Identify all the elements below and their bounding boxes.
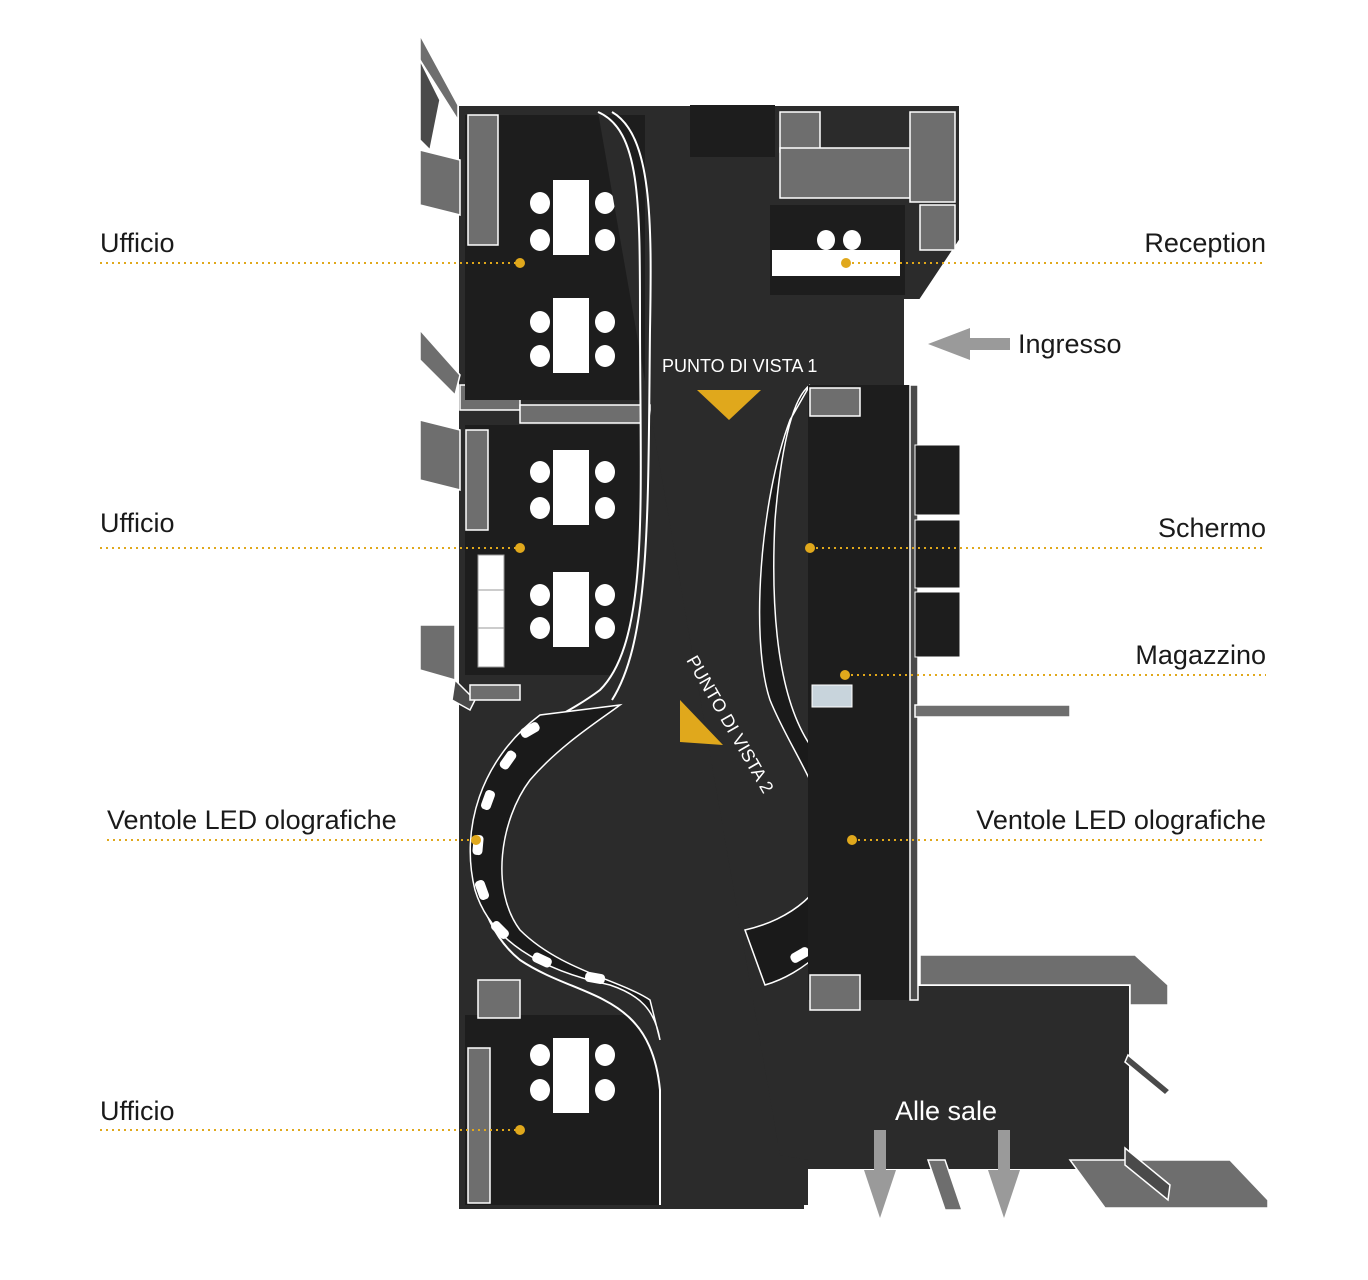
label-magazzino: Magazzino bbox=[1135, 640, 1266, 670]
label-ventole-left: Ventole LED olografiche bbox=[107, 805, 397, 835]
table bbox=[553, 1038, 589, 1113]
label-ventole-right: Ventole LED olografiche bbox=[976, 805, 1266, 835]
label-schermo: Schermo bbox=[1158, 513, 1266, 543]
table bbox=[553, 450, 589, 525]
viewpoint-1-marker-icon bbox=[697, 390, 761, 420]
entrance-arrow-icon bbox=[928, 328, 1010, 360]
exit-arrow-left-icon bbox=[864, 1130, 896, 1218]
exit-area bbox=[919, 954, 1269, 1211]
curved-corridor-left bbox=[469, 111, 808, 1205]
table bbox=[553, 180, 589, 255]
label-ufficio-bottom: Ufficio bbox=[100, 1096, 175, 1126]
table bbox=[553, 572, 589, 647]
screen-storage-block bbox=[808, 384, 1071, 1011]
label-ufficio-top: Ufficio bbox=[100, 228, 175, 258]
viewpoint-2-marker-icon bbox=[680, 700, 723, 745]
label-ingresso: Ingresso bbox=[1018, 329, 1122, 359]
table bbox=[553, 298, 589, 373]
office-tables bbox=[530, 180, 615, 1113]
office-middle bbox=[465, 425, 645, 675]
exit-arrow-right-icon bbox=[988, 1130, 1020, 1218]
label-reception: Reception bbox=[1144, 228, 1266, 258]
reception-block bbox=[690, 105, 956, 295]
label-ufficio-middle: Ufficio bbox=[100, 508, 175, 538]
label-alle-sale: Alle sale bbox=[895, 1096, 997, 1126]
leaders bbox=[100, 258, 1266, 1135]
viewpoint-1-label: PUNTO DI VISTA 1 bbox=[662, 356, 817, 376]
